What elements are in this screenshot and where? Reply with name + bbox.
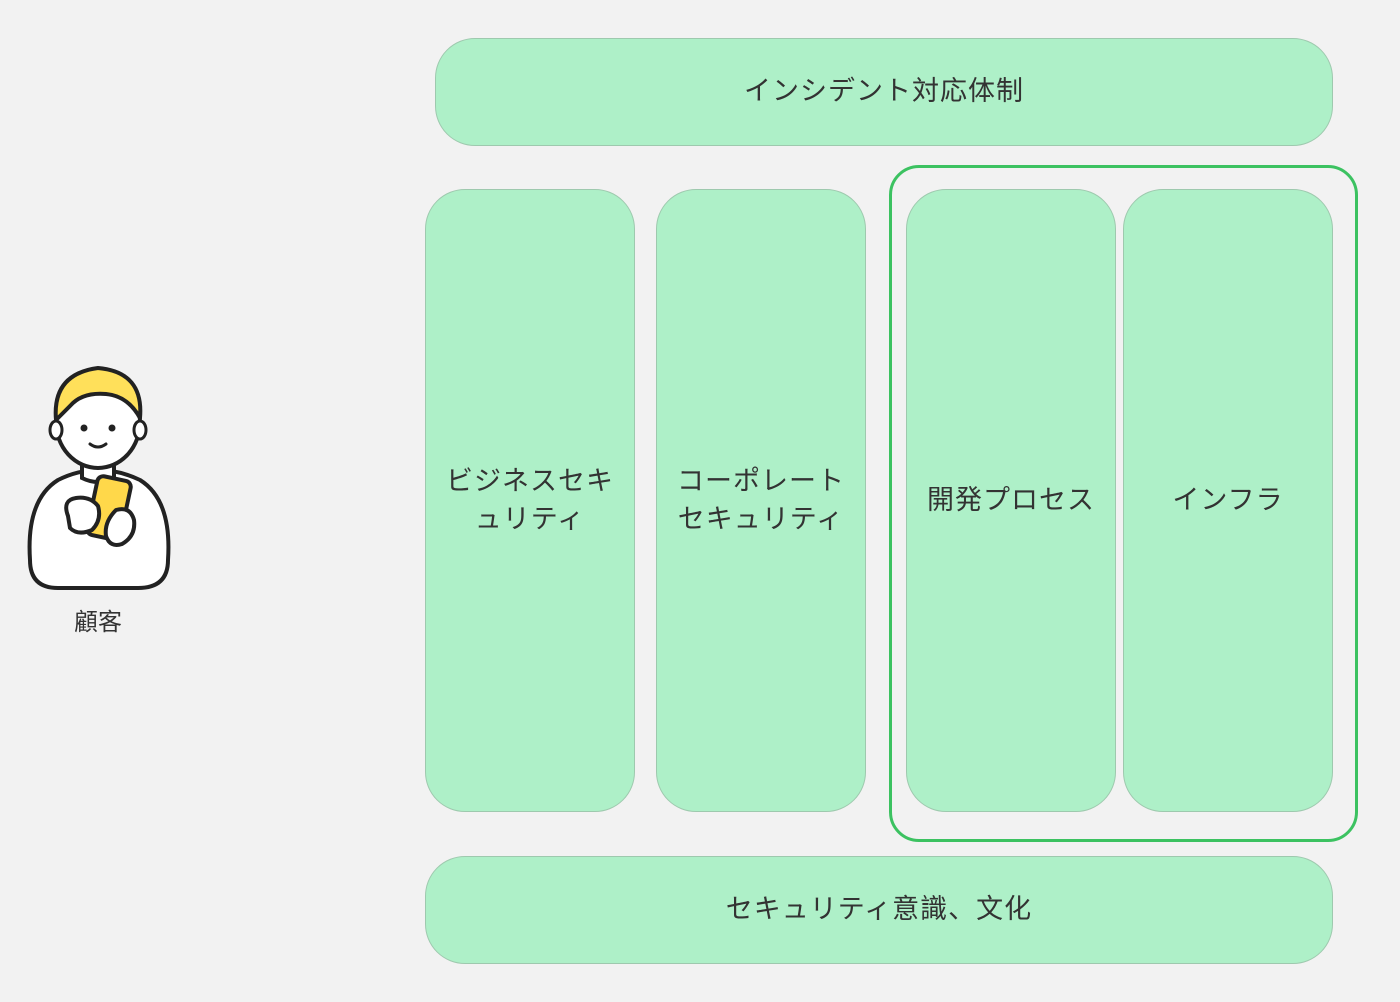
incident-response-label: インシデント対応体制 — [744, 76, 1024, 107]
column-infra: インフラ — [1123, 189, 1333, 812]
column-business-security: ビジネスセキュリティ — [425, 189, 635, 812]
column-dev-process: 開発プロセス — [906, 189, 1116, 812]
customer-label: 顧客 — [74, 608, 122, 636]
column-business-security-label: ビジネスセキュリティ — [446, 465, 614, 535]
person-holding-phone-icon — [27, 366, 171, 590]
column-corporate-security: コーポレートセキュリティ — [656, 189, 866, 812]
incident-response-bar: インシデント対応体制 — [435, 38, 1333, 146]
column-corporate-security-label: コーポレートセキュリティ — [677, 465, 845, 535]
dev-infra-highlight-frame — [889, 165, 1358, 842]
column-infra-label: インフラ — [1172, 484, 1284, 516]
column-dev-process-label: 開発プロセス — [927, 484, 1095, 516]
security-culture-bar: セキュリティ意識、文化 — [425, 856, 1333, 964]
customer-figure — [18, 360, 178, 596]
security-culture-label: セキュリティ意識、文化 — [725, 894, 1033, 925]
